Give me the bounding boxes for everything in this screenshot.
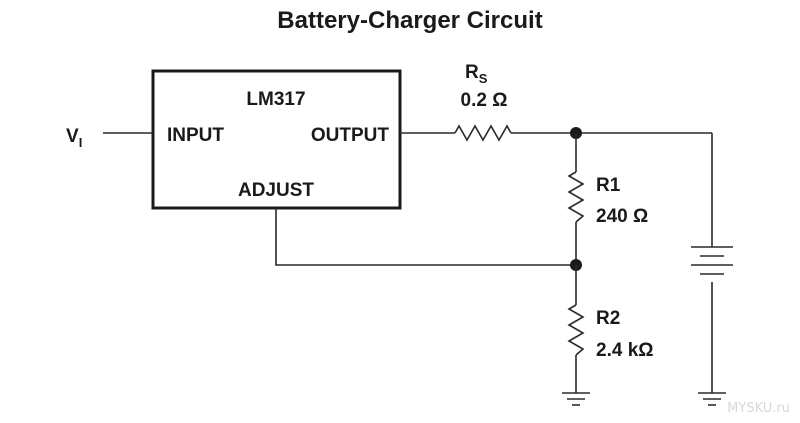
ground-symbol-battery	[698, 392, 726, 406]
svg-text:RS: RS	[465, 62, 488, 86]
ground-symbol-r2	[562, 392, 590, 406]
battery-symbol	[691, 246, 733, 275]
input-pin-label: INPUT	[167, 125, 224, 146]
adjust-wire	[275, 208, 576, 266]
r1-label: R1	[596, 175, 621, 196]
rs-label: R	[465, 62, 479, 83]
r2-label: R2	[596, 308, 620, 329]
rs-resistor	[454, 124, 512, 142]
r1-resistor	[567, 171, 585, 223]
rs-value: 0.2 Ω	[461, 90, 508, 111]
regulator-name: LM317	[246, 89, 305, 110]
r2-value: 2.4 kΩ	[596, 340, 654, 361]
lm317-regulator: LM317 INPUT OUTPUT ADJUST	[151, 69, 402, 210]
r2-resistor	[567, 304, 585, 356]
r1-value: 240 Ω	[596, 206, 648, 227]
vi-label: V	[66, 126, 79, 147]
adjust-pin-label: ADJUST	[238, 180, 314, 201]
input-voltage: VI	[66, 126, 153, 150]
svg-text:VI: VI	[66, 126, 82, 150]
rs-subscript: S	[479, 71, 488, 86]
diagram-title: Battery-Charger Circuit	[277, 7, 542, 34]
watermark: MYSKU.ru	[727, 401, 790, 416]
vi-subscript: I	[79, 135, 83, 150]
regulator-body	[151, 69, 402, 210]
output-pin-label: OUTPUT	[311, 125, 390, 146]
